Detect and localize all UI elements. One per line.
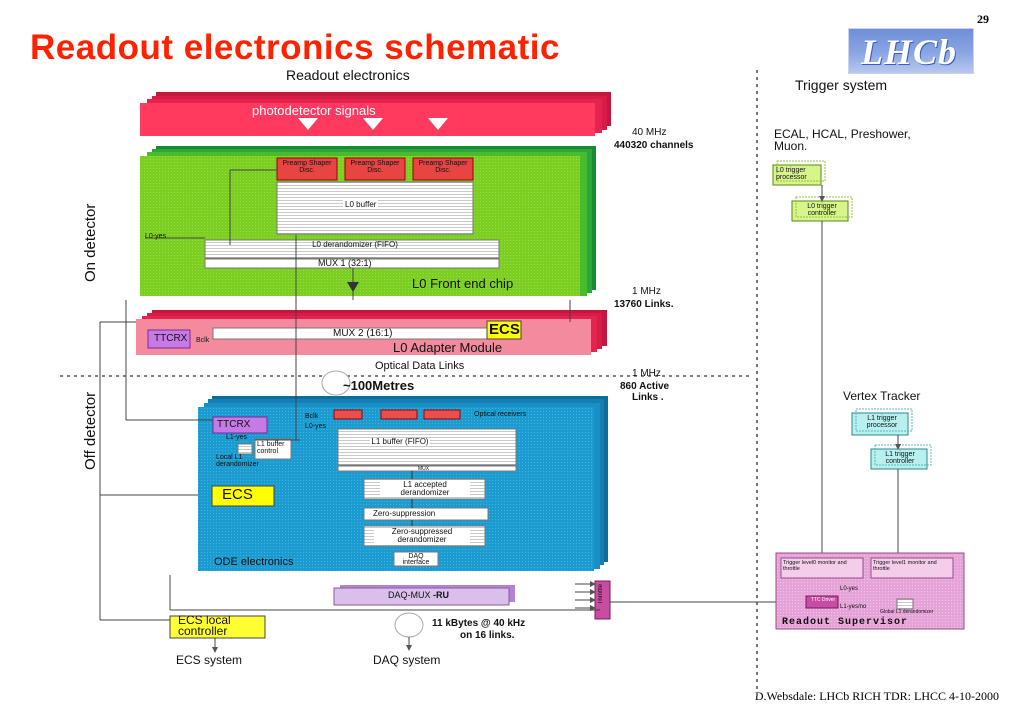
l0-front-end-chip-label: L0 Front end chip bbox=[412, 276, 514, 291]
l1-trigger-processor-label: L1 trigger processor bbox=[866, 415, 898, 429]
active-links-2: Links . bbox=[632, 392, 664, 403]
ecs-adapter-label[interactable]: ECS bbox=[489, 321, 520, 338]
l0-trigger-processor-label: L0 trigger processor bbox=[776, 167, 807, 181]
rate-1mhz-b: 1 MHz bbox=[632, 368, 661, 379]
on-detector-label: On detector bbox=[82, 203, 99, 282]
rs-l0-yes-label: L0-yes bbox=[840, 586, 859, 592]
l0-derandomizer-label: L0 derandomizer (FIFO) bbox=[312, 240, 398, 249]
daq-bandwidth-2: on 16 links. bbox=[460, 630, 515, 641]
distance-label: ~100Metres bbox=[343, 378, 415, 393]
trigger-system-header: Trigger system bbox=[795, 77, 888, 93]
readout-electronics-header: Readout electronics bbox=[286, 67, 410, 83]
l0-trigger-processor-box bbox=[772, 164, 822, 186]
daq-mux-label: DAQ-MUX -RU bbox=[388, 590, 450, 600]
photodetector-signals-label: photodetector signals bbox=[252, 103, 376, 118]
l0-adapter-module-stack bbox=[99, 310, 607, 495]
daq-mux-ru-bar bbox=[333, 585, 515, 606]
rs-l1-monitor-label: Trigger level1 monitor and throttle bbox=[873, 560, 937, 572]
rate-40mhz: 40 MHz bbox=[632, 127, 667, 138]
slide-title: Readout electronics schematic bbox=[30, 28, 560, 67]
l0-yes-ode-label: L0-yes bbox=[305, 423, 327, 430]
bclk-ode-label: Bclk bbox=[305, 413, 319, 420]
ecs-local-controller-box bbox=[169, 615, 266, 639]
active-links-1: 860 Active bbox=[620, 381, 670, 392]
optical-receivers-label: Optical receivers bbox=[474, 411, 527, 418]
preamp-3-label: Preamp Shaper Disc. bbox=[418, 160, 468, 174]
zero-suppressed-derandomizer-label: Zero-suppressed derandomizer bbox=[374, 528, 470, 544]
vertex-tracker-label: Vertex Tracker bbox=[843, 389, 921, 403]
bclk-adapter-label: Bclk bbox=[196, 337, 210, 344]
l0-adapter-module-label: L0 Adapter Module bbox=[393, 340, 503, 355]
ecs-system-label: ECS system bbox=[176, 653, 243, 667]
ecs-local-controller-label[interactable]: ECS local controller bbox=[178, 613, 231, 638]
l0-trigger-controller-label: L0 trigger controller bbox=[807, 203, 837, 217]
l0-trigger-sources-label: ECAL, HCAL, Preshower, Muon. bbox=[774, 127, 911, 153]
l1-yes-ode-label: L1-yes bbox=[226, 434, 248, 441]
l1-trigger-processor-box bbox=[851, 412, 909, 436]
daq-link-circle bbox=[394, 612, 424, 638]
l1-buffer-label: L1 buffer (FIFO) bbox=[370, 437, 430, 446]
ode-electronics-label: ODE electronics bbox=[214, 556, 294, 568]
links-count: 13760 Links. bbox=[614, 299, 674, 310]
throttle-label: Throttle bbox=[598, 584, 604, 605]
l1-trigger-controller-label: L1 trigger controller bbox=[885, 451, 915, 465]
daq-interface-label: DAQ interface bbox=[402, 553, 430, 566]
l0-yes-label-chip: L0-yes bbox=[145, 233, 167, 240]
ttcrx-ode-label: TTCRX bbox=[217, 419, 251, 430]
l1-accepted-derandomizer-label: L1 accepted derandomizer bbox=[380, 481, 470, 497]
optical-data-links-label: Optical Data Links bbox=[375, 360, 465, 372]
ttcrx-adapter-label: TTCRX bbox=[154, 333, 188, 344]
ode-mux-label: MUX bbox=[418, 466, 430, 472]
photodetector-band bbox=[140, 92, 611, 136]
zero-suppression-label: Zero-suppression bbox=[373, 509, 436, 518]
l0-buffer-label: L0 buffer bbox=[343, 200, 379, 209]
lhcb-logo: LHCb bbox=[848, 28, 974, 74]
rate-1mhz-a: 1 MHz bbox=[632, 286, 661, 297]
rs-l0-monitor-label: Trigger level0 monitor and throttle bbox=[783, 560, 847, 572]
preamp-2-label: Preamp Shaper Disc. bbox=[350, 160, 400, 174]
ecs-ode-label[interactable]: ECS bbox=[222, 486, 253, 503]
local-l1-derandomizer-label: Local L1 derandomizer bbox=[216, 454, 259, 468]
mux2-label: MUX 2 (16:1) bbox=[333, 328, 393, 339]
slide-footer: D.Websdale: LHCb RICH TDR: LHCC 4-10-200… bbox=[754, 689, 999, 703]
channels-count: 440320 channels bbox=[614, 140, 694, 151]
daq-system-label: DAQ system bbox=[373, 653, 441, 667]
off-detector-label: Off detector bbox=[82, 391, 99, 470]
optical-link-circle bbox=[321, 370, 351, 396]
l1-buffer-control-label: L1 buffer control bbox=[257, 441, 285, 455]
page-number: 29 bbox=[977, 12, 989, 26]
preamp-1-label: Preamp Shaper Disc. bbox=[282, 160, 332, 174]
rs-ttc-driver-label: TTC Driver bbox=[810, 597, 836, 603]
readout-supervisor-label: Readout Supervisor bbox=[782, 617, 909, 628]
rs-l1-yes-label: L1-yes/no bbox=[840, 604, 867, 610]
rs-global-l1-label: Global L1 derandomizer bbox=[880, 609, 934, 615]
mux1-label: MUX 1 (32:1) bbox=[318, 258, 372, 268]
l0-front-end-chip-stack bbox=[140, 146, 596, 300]
daq-bandwidth-1: 11 kBytes @ 40 kHz bbox=[432, 618, 526, 629]
